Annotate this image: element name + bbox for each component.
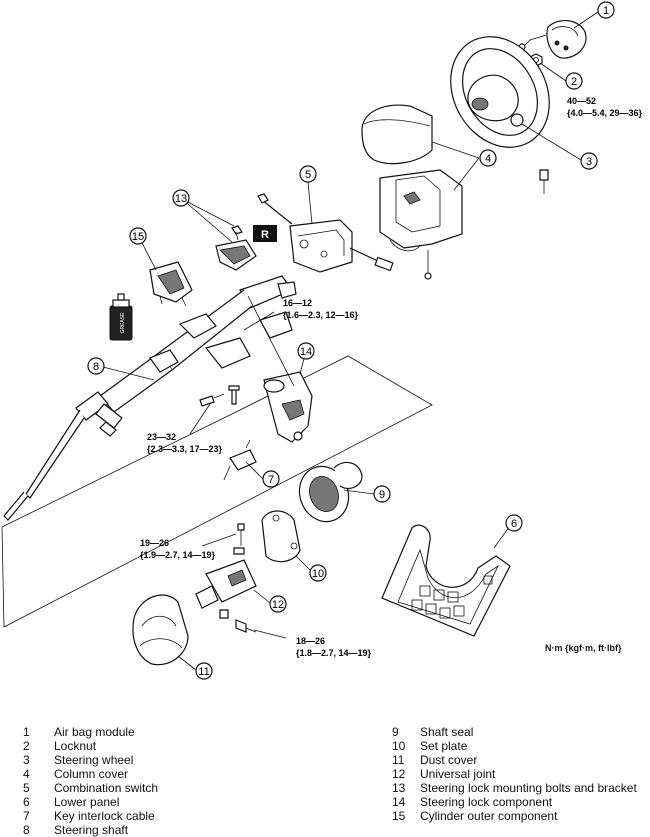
combination-switch bbox=[257, 193, 394, 273]
svg-text:{1.8—2.7, 14—19}: {1.8—2.7, 14—19} bbox=[296, 648, 372, 658]
svg-text:13: 13 bbox=[175, 193, 187, 205]
callout-12: 12 bbox=[269, 595, 287, 613]
svg-text:{2.3—3.3, 17—23}: {2.3—3.3, 17—23} bbox=[147, 444, 223, 454]
steering-wheel bbox=[450, 36, 550, 194]
steering-lock-component bbox=[247, 295, 313, 443]
leader-lines bbox=[102, 11, 599, 671]
svg-text:1: 1 bbox=[603, 5, 609, 17]
callout-10: 10 bbox=[309, 564, 327, 582]
r-marker-text: R bbox=[261, 229, 269, 241]
torque-units-note: N·m {kgf·m, ft·lbf} bbox=[545, 643, 622, 653]
svg-text:3: 3 bbox=[586, 156, 592, 168]
lower-panel bbox=[381, 524, 511, 637]
grease-can: GREASE bbox=[109, 293, 133, 341]
callout-15: 15 bbox=[129, 227, 147, 245]
svg-text:6: 6 bbox=[511, 518, 517, 530]
torque-column-bolt: 23—32 {2.3—3.3, 17—23} bbox=[147, 432, 223, 454]
steering-shaft bbox=[3, 275, 297, 521]
svg-text:18—26: 18—26 bbox=[296, 636, 325, 646]
svg-text:{1.9—2.7, 14—19}: {1.9—2.7, 14—19} bbox=[140, 550, 216, 560]
svg-text:{4.0—5.4, 29—36}: {4.0—5.4, 29—36} bbox=[567, 108, 643, 118]
svg-text:23—32: 23—32 bbox=[147, 432, 176, 442]
svg-text:2: 2 bbox=[571, 76, 577, 88]
torque-steering-lock: 16—12 {1.6—2.3, 12—16} bbox=[283, 298, 359, 320]
callout-8: 8 bbox=[87, 357, 105, 375]
svg-text:4: 4 bbox=[485, 153, 491, 165]
svg-text:5: 5 bbox=[305, 169, 311, 181]
svg-text:19—26: 19—26 bbox=[140, 538, 169, 548]
air-bag-module bbox=[518, 19, 587, 59]
callout-11: 11 bbox=[195, 662, 213, 680]
svg-text:10: 10 bbox=[312, 568, 324, 580]
cylinder-outer-component bbox=[149, 261, 193, 307]
callout-1: 1 bbox=[597, 1, 615, 19]
svg-text:8: 8 bbox=[93, 361, 99, 373]
svg-text:{1.6—2.3, 12—16}: {1.6—2.3, 12—16} bbox=[283, 310, 359, 320]
grease-label: GREASE bbox=[120, 312, 126, 334]
callout-3: 3 bbox=[580, 152, 598, 170]
key-interlock-cable bbox=[223, 439, 257, 481]
universal-joint bbox=[195, 523, 257, 633]
callout-2: 2 bbox=[565, 72, 583, 90]
svg-text:15: 15 bbox=[132, 231, 144, 243]
callout-13: 13 bbox=[172, 189, 190, 207]
svg-text:40—52: 40—52 bbox=[567, 96, 596, 106]
torque-universal-joint: 18—26 {1.8—2.7, 14—19} bbox=[296, 636, 372, 658]
svg-text:12: 12 bbox=[272, 599, 284, 611]
svg-text:16—12: 16—12 bbox=[283, 298, 312, 308]
steering-lock-bracket bbox=[215, 225, 257, 271]
set-plate bbox=[261, 510, 301, 563]
svg-text:9: 9 bbox=[379, 489, 385, 501]
shaft-seal bbox=[298, 461, 363, 523]
r-marker: R bbox=[253, 225, 277, 242]
callout-9: 9 bbox=[373, 485, 391, 503]
torque-set-plate: 19—26 {1.9—2.7, 14—19} bbox=[140, 538, 216, 560]
callout-5: 5 bbox=[299, 165, 317, 183]
svg-text:7: 7 bbox=[268, 474, 274, 486]
column-cover bbox=[361, 104, 463, 280]
dust-cover bbox=[132, 594, 189, 666]
svg-text:11: 11 bbox=[198, 666, 209, 678]
callout-4: 4 bbox=[479, 149, 497, 167]
svg-text:14: 14 bbox=[300, 346, 312, 358]
reference-plane bbox=[1, 355, 433, 628]
torque-steering-wheel: 40—52 {4.0—5.4, 29—36} bbox=[567, 96, 643, 118]
callout-6: 6 bbox=[505, 514, 523, 532]
parts-legend: 1 Air bag module 2 Locknut 3 Steering wh… bbox=[23, 725, 637, 837]
callout-14: 14 bbox=[297, 342, 315, 360]
callout-7: 7 bbox=[262, 470, 280, 488]
